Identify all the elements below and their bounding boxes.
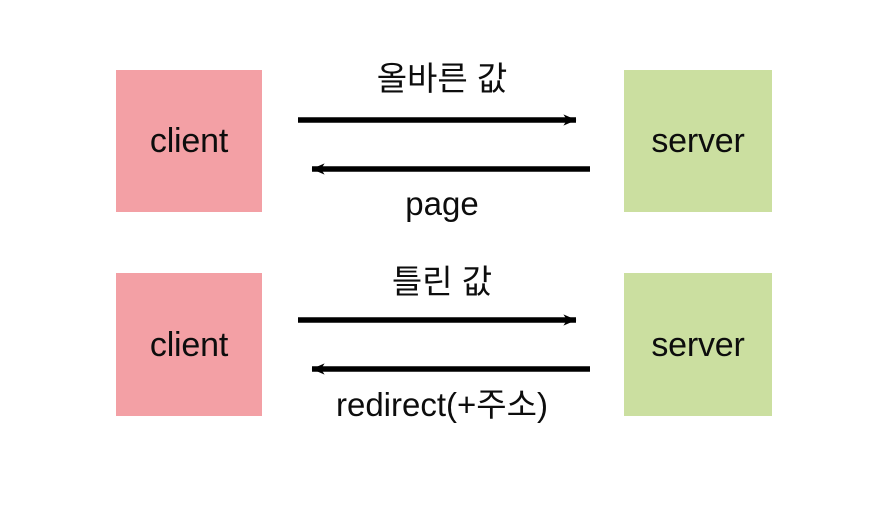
client-node-label: client	[149, 325, 229, 364]
server-node-wrong-flow: server	[624, 273, 772, 416]
client-node-wrong-flow: client	[116, 273, 262, 416]
response-label-page: page	[405, 185, 479, 222]
response-label-redirect: redirect(+주소)	[335, 386, 548, 423]
client-node-correct-flow: client	[116, 70, 262, 212]
server-node-label: server	[651, 325, 745, 364]
request-label-correct-value: 올바른 값	[376, 60, 508, 97]
server-node-correct-flow: server	[624, 70, 772, 212]
request-label-wrong-value: 틀린 값	[391, 263, 493, 300]
server-node-label: server	[651, 122, 745, 160]
client-node-label: client	[149, 122, 229, 160]
